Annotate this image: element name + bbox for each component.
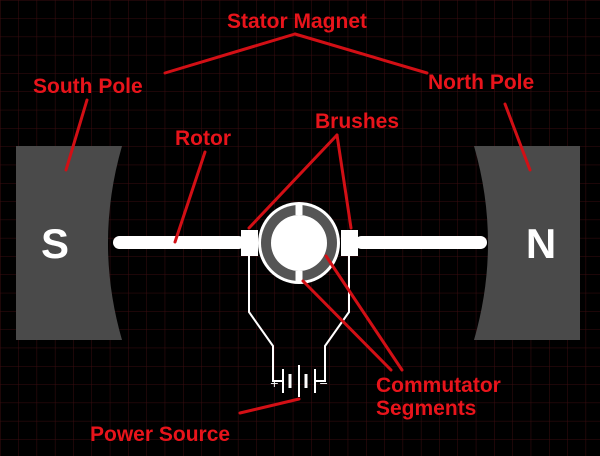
south-pole-leader bbox=[64, 98, 89, 172]
commutator-label-line1: Commutator bbox=[376, 374, 501, 397]
battery-plus-sign: + bbox=[270, 377, 279, 390]
commutator-gap-top bbox=[295, 203, 303, 215]
left-wire bbox=[248, 256, 283, 382]
north-pole-letter: N bbox=[526, 220, 556, 267]
south-pole-letter: S bbox=[41, 220, 69, 267]
rotor-right-arm bbox=[355, 236, 487, 249]
north-magnet bbox=[474, 146, 580, 340]
rotor-shaft bbox=[271, 215, 327, 271]
power-source-label: Power Source bbox=[90, 423, 230, 446]
commutator-gap-bottom bbox=[295, 271, 303, 283]
power-source-leader bbox=[238, 397, 301, 415]
right-wire bbox=[315, 256, 350, 382]
commutator-label-line2: Segments bbox=[376, 397, 476, 420]
rotor-leader bbox=[173, 150, 207, 244]
left-brush bbox=[241, 230, 258, 256]
right-brush bbox=[341, 230, 358, 256]
stator-magnet-leader-left bbox=[163, 32, 297, 75]
south-magnet bbox=[16, 146, 122, 340]
rotor-left-arm bbox=[113, 236, 245, 249]
brushes-label: Brushes bbox=[315, 110, 399, 133]
battery bbox=[282, 365, 316, 397]
north-pole-label: North Pole bbox=[428, 71, 534, 94]
commutator-leader-upper bbox=[324, 254, 404, 372]
stator-magnet-label: Stator Magnet bbox=[227, 10, 367, 33]
south-pole-label: South Pole bbox=[33, 75, 143, 98]
brushes-leader-left bbox=[247, 133, 339, 230]
rotor-label: Rotor bbox=[175, 127, 231, 150]
brushes-leader-right bbox=[335, 133, 353, 230]
battery-minus-sign: − bbox=[319, 377, 328, 390]
north-pole-leader bbox=[503, 102, 532, 172]
stator-magnet-leader-right bbox=[293, 32, 429, 75]
commutator-leader-lower bbox=[301, 279, 393, 372]
